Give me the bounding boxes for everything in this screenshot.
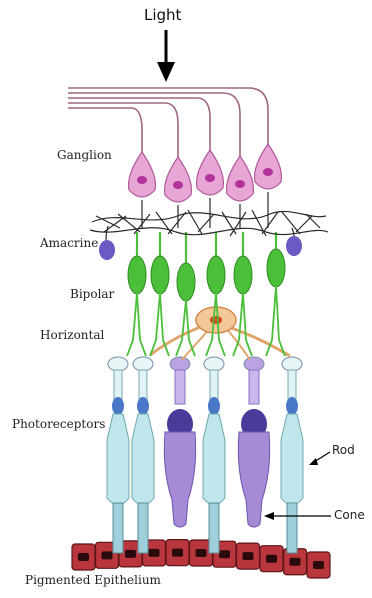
rod-leader-arrow	[309, 452, 330, 465]
cone-leader-arrow	[264, 512, 331, 520]
